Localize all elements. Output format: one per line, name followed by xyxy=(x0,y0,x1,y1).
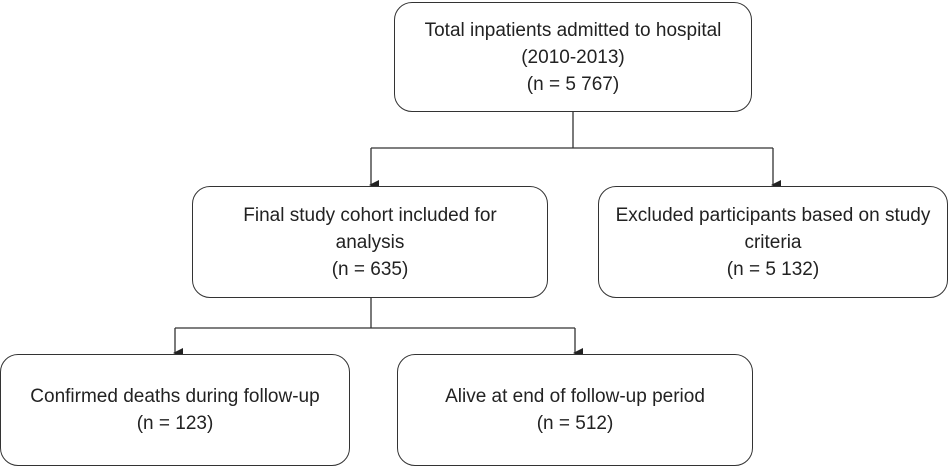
alive-line-2: (n = 512) xyxy=(536,413,614,434)
final-line-3: (n = 635) xyxy=(331,258,409,280)
excluded-line-1: Excluded participants based on study xyxy=(615,204,931,226)
excluded-participants-box: Excluded participants based on study cri… xyxy=(598,186,948,298)
final-line-2: analysis xyxy=(335,231,405,253)
deaths-line-1: Confirmed deaths during follow-up xyxy=(30,386,320,407)
total-line-1: Total inpatients admitted to hospital xyxy=(424,19,722,41)
total-line-3: (n = 5 767) xyxy=(526,73,620,95)
alive-box: Alive at end of follow-up period (n = 51… xyxy=(397,354,753,466)
total-inpatients-box: Total inpatients admitted to hospital (2… xyxy=(394,2,752,112)
excluded-line-3: (n = 5 132) xyxy=(726,258,820,280)
alive-line-1: Alive at end of follow-up period xyxy=(445,386,705,407)
final-cohort-box: Final study cohort included for analysis… xyxy=(192,186,548,298)
excluded-line-2: criteria xyxy=(744,231,802,253)
deaths-line-2: (n = 123) xyxy=(136,413,214,434)
confirmed-deaths-box: Confirmed deaths during follow-up (n = 1… xyxy=(0,354,350,466)
total-line-2: (2010-2013) xyxy=(521,46,625,68)
final-line-1: Final study cohort included for xyxy=(243,204,497,226)
